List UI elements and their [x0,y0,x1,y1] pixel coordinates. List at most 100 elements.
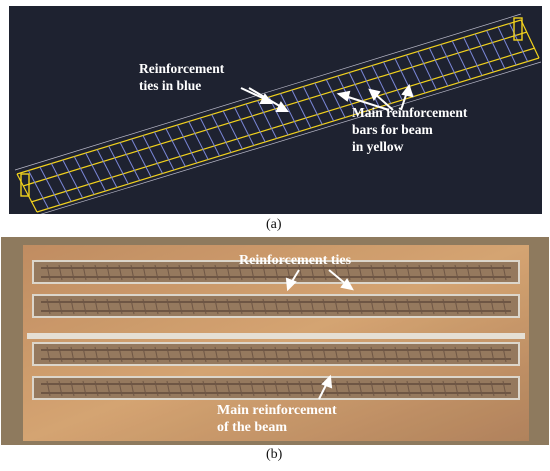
cage-tie [118,298,123,315]
annotation-arrows-a [240,83,414,112]
cage-tie [466,264,471,281]
label-b-main-line2: of the beam [217,420,287,435]
cage-tie [442,298,447,315]
cage-tie [178,264,183,281]
cage-tie [58,380,63,397]
cage-tie [490,380,495,397]
cage-tie [502,298,507,315]
tie-stirrup [199,117,220,157]
cage-tie [418,380,423,397]
cage-tie [250,298,255,315]
cage-tie [322,346,327,363]
cage-tie [190,264,195,281]
cage-tie [274,298,279,315]
cage-tie [226,298,231,315]
reinforcement-ties [28,23,529,209]
tie-stirrup [245,103,266,143]
cage-tie [250,346,255,363]
cage-tie [466,346,471,363]
cage-tie [70,346,75,363]
cage-tie [118,346,123,363]
cage-tie [70,298,75,315]
cage-tie [370,298,375,315]
tie-stirrup [486,30,506,69]
cage-tie [298,346,303,363]
cage-tie [202,380,207,397]
cage-tie [322,298,327,315]
cage-tie [226,346,231,363]
cage-tie [466,380,471,397]
cage-tie [286,380,291,397]
cage-tie [418,298,423,315]
cage-tie [94,298,99,315]
cage-tie [370,264,375,281]
cage-tie [58,346,63,363]
tie-stirrup [302,86,323,125]
cage-tie [358,380,363,397]
cage-tie [46,264,51,281]
cage-tie [286,264,291,281]
cage-tie [214,346,219,363]
cage-tie [334,298,339,315]
tie-stirrup [188,121,209,160]
cage-tie [274,346,279,363]
cage-tie [142,264,147,281]
cage-tie [442,380,447,397]
cage-tie [478,346,483,363]
tie-stirrup [280,93,300,132]
cage-tie [82,264,87,281]
cage-tie [190,298,195,315]
cage-tie [178,346,183,363]
cage-tie [298,380,303,397]
cage-tie [178,380,183,397]
cage-tie [370,346,375,363]
tie-stirrup [440,44,460,83]
cage-tie [382,298,387,315]
cage-tie [430,264,435,281]
cage-tie [274,380,279,397]
cage-tie [478,264,483,281]
cage-tie [310,380,315,397]
cage-tie [418,346,423,363]
cage-tie [106,298,111,315]
cage-tie [82,380,87,397]
cage-tie [298,264,303,281]
cage-tie [118,380,123,397]
cage-tie [238,346,243,363]
cage-tie [430,380,435,397]
tie-stirrup [428,47,449,87]
cage-tie [262,264,267,281]
cage-tie [430,298,435,315]
cage-tie [286,298,291,315]
cage-tie [454,298,459,315]
tie-stirrup [39,166,61,206]
cage-tie [82,346,87,363]
cage-tie [478,298,483,315]
formwork-photo-drawing: Reinforcement ties Main reinforcement of… [1,237,549,445]
cage-tie [202,346,207,363]
caption-a: (a) [266,217,282,232]
tie-stirrup [291,89,312,129]
cage-tie [346,298,351,315]
cage-tie [238,380,243,397]
tie-stirrup [119,142,141,181]
label-ties-line2: ties in blue [139,78,201,93]
cage-tie [154,380,159,397]
cage-tie [166,380,171,397]
cage-tie [226,380,231,397]
tie-stirrup [417,51,437,90]
tie-stirrup [28,170,49,209]
cage-tie [166,298,171,315]
cage-tie [166,264,171,281]
cage-tie [250,380,255,397]
cage-tie [166,346,171,363]
tie-stirrup [348,72,369,111]
cage-tie [106,264,111,281]
cage-tie [358,264,363,281]
tie-stirrup [222,110,243,150]
cage-tie [298,298,303,315]
cad-beam-drawing: Reinforcement ties in blue Main reinforc… [14,13,542,217]
cage-tie [310,346,315,363]
cage-tie [430,346,435,363]
label-b-ties: Reinforcement ties [239,253,352,268]
